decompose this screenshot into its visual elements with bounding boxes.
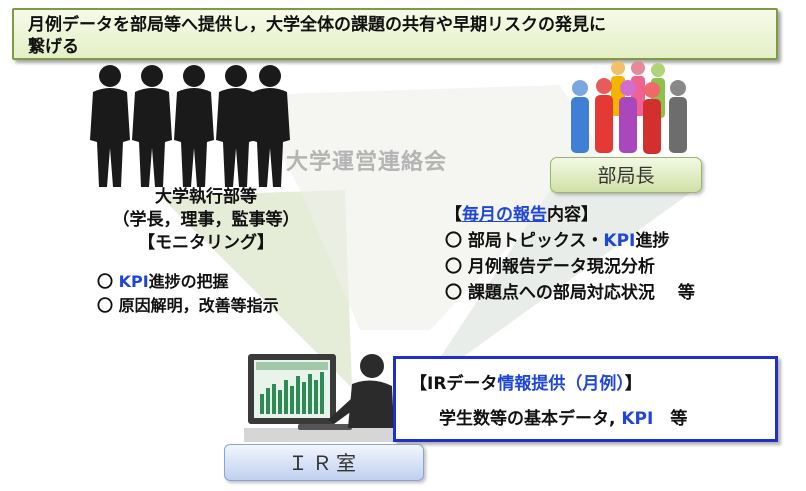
bullet: 〇 bbox=[445, 231, 462, 251]
bullet: 〇 bbox=[445, 283, 462, 303]
list-item-text: 原因解明，改善等指示 bbox=[118, 296, 279, 315]
person-silhouette-icon bbox=[216, 65, 256, 187]
info-provision-highlight: 情報提供（月例） bbox=[497, 374, 625, 394]
executive-silhouettes-icon bbox=[90, 65, 290, 187]
report-heading-rest: 内容】 bbox=[547, 205, 598, 225]
ir-data-heading-close: 】 bbox=[624, 374, 642, 394]
person-silhouette-icon bbox=[90, 65, 130, 187]
meeting-title: 大学運営連絡会 bbox=[286, 150, 448, 175]
list-item-text: 課題点への部局対応状況 等 bbox=[467, 283, 695, 303]
list-item: 〇 月例報告データ現況分析 bbox=[445, 254, 695, 280]
kpi-highlight: KPI bbox=[118, 272, 149, 291]
banner-line-2: 繋げる bbox=[28, 37, 79, 57]
person-silhouette-icon bbox=[174, 65, 214, 187]
banner-line-1: 月例データを部局等へ提供し，大学全体の課題の共有や早期リスクの発見に bbox=[28, 15, 606, 35]
list-item-text: 進捗の把握 bbox=[148, 272, 229, 291]
executive-list: 〇 KPI進捗の把握 〇 原因解明，改善等指示 bbox=[97, 270, 279, 318]
person-silhouette-icon bbox=[250, 65, 290, 187]
person-icon bbox=[595, 78, 613, 153]
executive-title: 大学執行部等 bbox=[155, 187, 257, 207]
list-item-text: 月例報告データ現況分析 bbox=[467, 257, 655, 277]
ir-data-heading-open: 【IRデータ bbox=[410, 374, 498, 394]
department-head-button[interactable]: 部局長 bbox=[550, 157, 702, 193]
ir-staff-computer-icon bbox=[244, 354, 394, 442]
report-heading: 【毎月の報告内容】 bbox=[445, 202, 695, 228]
bullet: 〇 bbox=[97, 296, 114, 315]
kpi-highlight: KPI bbox=[615, 409, 654, 429]
bullet: 〇 bbox=[97, 272, 114, 291]
monthly-report-highlight: 毎月の報告 bbox=[462, 205, 547, 225]
ir-data-heading: 【IRデータ情報提供（月例）】 bbox=[410, 369, 642, 394]
list-item: 〇 原因解明，改善等指示 bbox=[97, 294, 279, 318]
executive-members: （学長，理事，監事等） bbox=[112, 210, 300, 230]
kpi-highlight: KPI bbox=[603, 231, 636, 251]
person-icon bbox=[571, 80, 589, 153]
list-item: 〇 部局トピックス・KPI進捗 bbox=[445, 228, 695, 254]
list-item: 〇 課題点への部局対応状況 等 bbox=[445, 280, 695, 306]
list-item: 〇 KPI進捗の把握 bbox=[97, 270, 279, 294]
ir-data-detail: 学生数等の基本データ, KPI 等 bbox=[439, 404, 687, 429]
person-icon bbox=[619, 80, 637, 153]
ir-data-detail-text: 学生数等の基本データ, bbox=[439, 409, 616, 429]
header-banner: 月例データを部局等へ提供し，大学全体の課題の共有や早期リスクの発見に 繋げる bbox=[12, 8, 778, 60]
person-icon bbox=[669, 80, 687, 153]
person-icon bbox=[643, 82, 661, 154]
person-silhouette-icon bbox=[132, 65, 172, 187]
executive-block: 大学執行部等 （学長，理事，監事等） 【モニタリング】 bbox=[70, 186, 342, 255]
list-item-text: 部局トピックス・ bbox=[467, 231, 604, 251]
list-item-text-post: 進捗 bbox=[635, 231, 670, 251]
department-heads-icon bbox=[571, 61, 687, 154]
bracket-open: 【 bbox=[445, 205, 462, 225]
monthly-report-block: 【毎月の報告内容】 〇 部局トピックス・KPI進捗 〇 月例報告データ現況分析 … bbox=[445, 202, 695, 306]
bullet: 〇 bbox=[445, 257, 462, 277]
ir-room-button[interactable]: ＩＲ室 bbox=[224, 444, 424, 481]
ir-data-box: 【IRデータ情報提供（月例）】 学生数等の基本データ, KPI 等 bbox=[393, 356, 778, 442]
ir-data-detail-post: 等 bbox=[653, 409, 688, 429]
executive-role: 【モニタリング】 bbox=[138, 233, 274, 253]
